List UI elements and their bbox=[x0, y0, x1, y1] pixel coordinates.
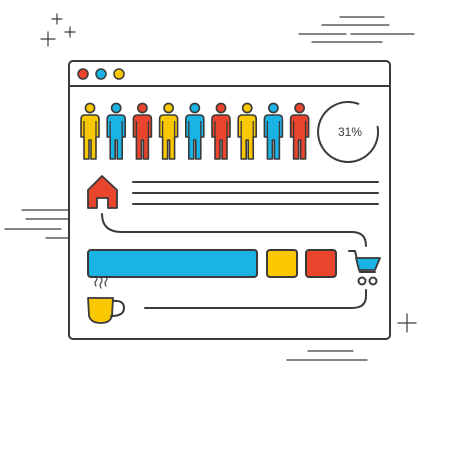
close-dot[interactable] bbox=[77, 68, 89, 80]
decorative-lines-left bbox=[4, 209, 69, 239]
yellow-button[interactable] bbox=[266, 249, 298, 278]
browser-window bbox=[68, 60, 391, 340]
shopping-cart-icon[interactable] bbox=[348, 250, 381, 286]
coffee-cup-icon[interactable] bbox=[87, 275, 125, 324]
sparkle-icon bbox=[397, 313, 417, 333]
person-icon bbox=[158, 102, 179, 160]
person-icon bbox=[289, 102, 310, 160]
wide-input-bar[interactable] bbox=[87, 249, 258, 278]
maximize-dot[interactable] bbox=[113, 68, 125, 80]
progress-gauge: 31% bbox=[317, 101, 380, 163]
person-icon bbox=[80, 102, 100, 160]
minimize-dot[interactable] bbox=[95, 68, 107, 80]
person-icon bbox=[106, 102, 126, 160]
gauge-arc bbox=[317, 101, 380, 163]
people-row bbox=[80, 102, 310, 160]
flow-connector-top bbox=[101, 213, 367, 247]
person-icon bbox=[237, 102, 257, 160]
flow-connector-bottom bbox=[144, 289, 367, 309]
decorative-lines-bottom bbox=[286, 350, 368, 361]
decorative-lines-top-right bbox=[298, 16, 415, 43]
person-icon bbox=[185, 102, 205, 160]
person-icon bbox=[132, 102, 153, 160]
sparkle-icon bbox=[40, 13, 76, 47]
text-placeholder-lines bbox=[132, 181, 379, 205]
house-icon[interactable] bbox=[87, 175, 118, 209]
person-icon bbox=[263, 102, 284, 160]
window-controls[interactable] bbox=[77, 68, 125, 80]
person-icon bbox=[211, 102, 231, 160]
red-button[interactable] bbox=[305, 249, 337, 278]
gauge-label: 31% bbox=[338, 125, 362, 139]
